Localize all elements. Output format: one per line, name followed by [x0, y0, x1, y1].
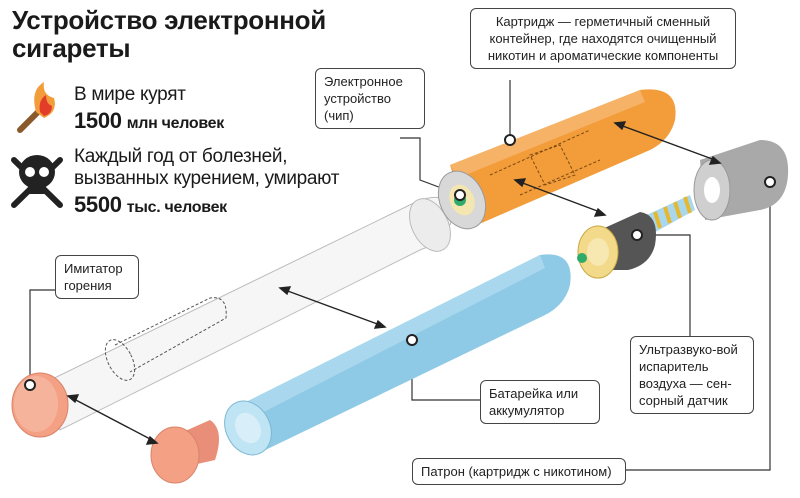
- callout-battery: Батарейка или аккумулятор: [480, 380, 600, 424]
- outer-shell: [39, 196, 453, 431]
- dot-chip: [454, 189, 466, 201]
- vaporizer: [577, 195, 695, 279]
- deaths-stat-text: Каждый год от болезней, вызванных курени…: [74, 146, 340, 189]
- callout-burning: Имитатор горения: [55, 255, 139, 299]
- dot-cartridge: [504, 134, 516, 146]
- smokers-stat: В мире курят 1500 млн человек: [74, 84, 314, 135]
- dot-vaporizer: [631, 229, 643, 241]
- dot-burning: [24, 379, 36, 391]
- arrow-shell-battery: [284, 289, 381, 326]
- arrow-cartridge-holder: [619, 124, 716, 161]
- smokers-stat-unit: млн человек: [126, 115, 225, 132]
- holder-cap: [693, 140, 789, 221]
- dot-holder: [764, 176, 776, 188]
- callout-vaporizer: Ультразвуко-вой испаритель воздуха — сен…: [630, 336, 754, 414]
- arrow-cartridge-vaporizer: [519, 181, 601, 213]
- smokers-stat-text: В мире курят: [74, 84, 186, 105]
- dot-battery: [406, 334, 418, 346]
- callout-holder: Патрон (картридж с никотином): [412, 458, 626, 485]
- deaths-stat-unit: тыс. человек: [126, 199, 227, 216]
- burning-match-icon: [17, 82, 55, 133]
- battery: [224, 254, 571, 456]
- skull-crossbones-icon: [11, 155, 63, 208]
- page-title: Устройство электронной сигареты: [12, 5, 326, 63]
- callout-cartridge: Картридж — герметичный сменный контейнер…: [470, 8, 736, 69]
- smokers-stat-value: 1500: [74, 108, 122, 133]
- callout-chip: Электронное устройство (чип): [315, 68, 425, 129]
- deaths-stat: Каждый год от болезней, вызванных курени…: [74, 146, 344, 219]
- deaths-stat-value: 5500: [74, 192, 122, 217]
- leader-line-holder: [620, 182, 771, 471]
- arrow-cap-burning: [71, 397, 153, 441]
- leader-line-burning: [29, 289, 68, 385]
